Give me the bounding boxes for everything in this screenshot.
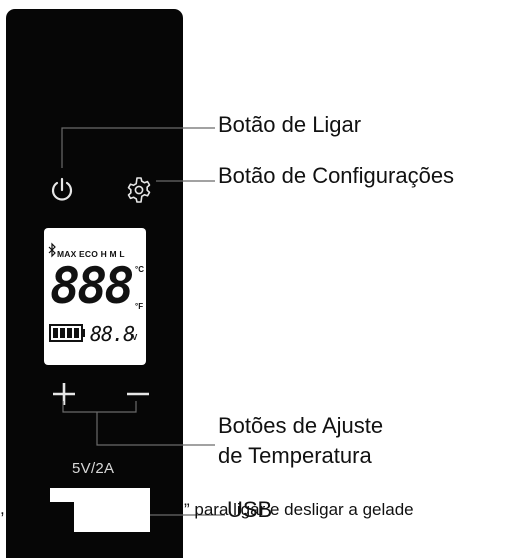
plus-icon	[53, 383, 75, 405]
battery-icon	[49, 324, 85, 342]
lcd-temperature-digits: 888	[50, 257, 134, 315]
control-panel: MAX ECO H M L 888 °C °F 88.8 V 5V/2A	[6, 9, 183, 558]
power-icon	[51, 177, 73, 201]
power-leader-line	[61, 127, 215, 168]
temperature-buttons-label-line2: de Temperatura	[218, 443, 372, 468]
lcd-voltage-digits: 88.8	[90, 322, 135, 346]
lcd-graphics	[48, 242, 85, 342]
settings-button-label: Botão de Configurações	[218, 163, 455, 188]
power-spec-label: 5V/2A	[72, 460, 115, 477]
usb-label: USB	[227, 497, 273, 522]
left-text-fragment: ,	[0, 499, 5, 518]
temperature-leader-branch	[96, 412, 215, 446]
temperature-leader-line	[62, 401, 137, 413]
lcd-mode-labels: MAX ECO H M L	[57, 249, 125, 259]
overlay-caption-text: ” para ligar e desligar a gelade	[184, 500, 414, 519]
lcd-unit-fahrenheit: °F	[135, 302, 144, 311]
lcd-display: MAX ECO H M L 888 °C °F 88.8 V	[44, 228, 146, 365]
lcd-unit-celsius: °C	[135, 265, 144, 274]
bluetooth-icon	[48, 242, 56, 258]
usb-port-icon	[50, 488, 150, 532]
temperature-buttons-label-line1: Botões de Ajuste	[218, 413, 384, 438]
lcd-unit-volt: V	[132, 333, 138, 342]
minus-icon	[127, 392, 149, 396]
gear-icon	[127, 177, 151, 203]
power-button-label: Botão de Ligar	[218, 112, 362, 137]
